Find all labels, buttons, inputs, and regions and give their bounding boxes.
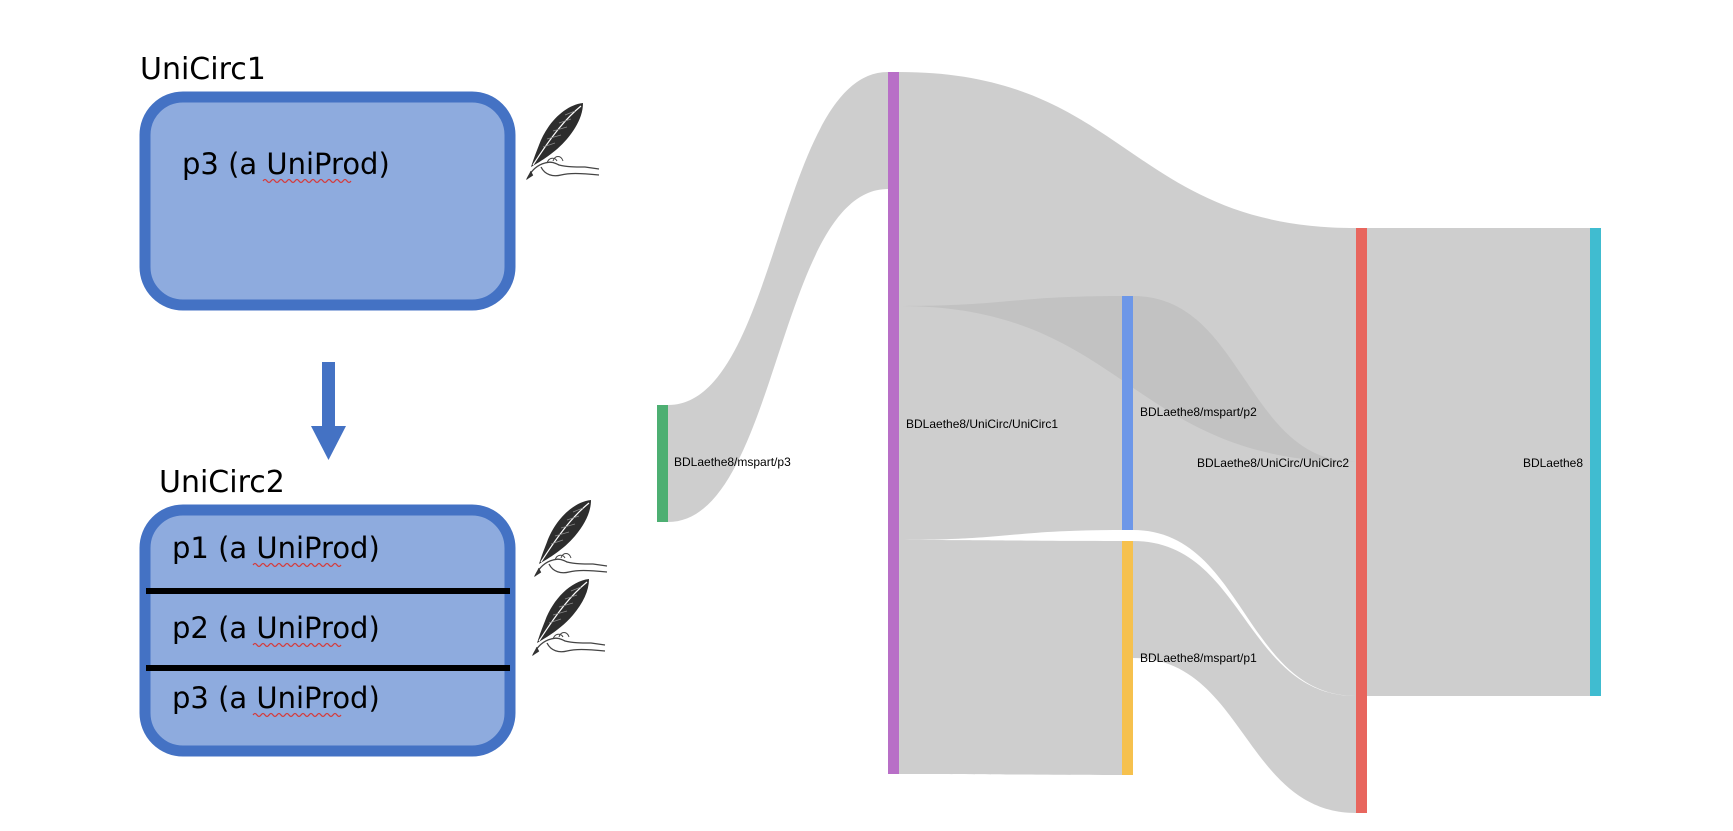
arrow-down-icon xyxy=(311,362,346,460)
unicirc2-title: UniCirc2 xyxy=(159,465,285,500)
unicirc2-row-p2: p2 (a UniProd) xyxy=(172,611,380,645)
sankey-link-p2-to-uc2 xyxy=(1133,296,1356,696)
unicirc1-row-p3: p3 (a UniProd) xyxy=(182,147,390,181)
unicirc1-box xyxy=(139,91,516,311)
spellcheck-underline xyxy=(262,178,352,184)
sankey-link-p3-to-uc1 xyxy=(668,72,888,522)
sankey-link-uc1-to-p1 xyxy=(899,540,1122,775)
sankey-node-p1[interactable] xyxy=(1122,541,1133,775)
sankey-link-uc2-to-root xyxy=(1367,228,1590,696)
sankey-node-label-root: BDLaethe8 xyxy=(1523,456,1583,470)
sankey-links xyxy=(668,72,1590,813)
sankey-node-root[interactable] xyxy=(1590,228,1601,696)
sankey-node-uc1[interactable] xyxy=(888,72,899,774)
sankey-node-p2[interactable] xyxy=(1122,296,1133,530)
unicirc2-row-p3: p3 (a UniProd) xyxy=(172,681,380,715)
quill-pen-in-hand-icon xyxy=(526,102,600,180)
sankey-diagram: BDLaethe8/mspart/p3 BDLaethe8/UniCirc/Uni… xyxy=(657,72,1601,813)
sankey-node-label-p2: BDLaethe8/mspart/p2 xyxy=(1140,405,1257,419)
spellcheck-underline xyxy=(252,712,342,718)
sankey-node-label-uc1: BDLaethe8/UniCirc/UniCirc1 xyxy=(906,417,1058,431)
quill-pen-in-hand-icon xyxy=(532,578,606,656)
sankey-labels: BDLaethe8/mspart/p3 BDLaethe8/UniCirc/Uni… xyxy=(674,405,1583,665)
sankey-nodes xyxy=(657,72,1601,813)
unicirc2-row-p1: p1 (a UniProd) xyxy=(172,531,380,565)
sankey-node-label-p1: BDLaethe8/mspart/p1 xyxy=(1140,651,1257,665)
spellcheck-underline xyxy=(252,562,342,568)
sankey-link-uc1-to-uc2 xyxy=(899,72,1356,462)
sankey-node-label-uc2: BDLaethe8/UniCirc/UniCirc2 xyxy=(1197,456,1349,470)
sankey-node-label-p3: BDLaethe8/mspart/p3 xyxy=(674,455,791,469)
sankey-link-uc1-to-p2 xyxy=(899,296,1122,540)
sankey-node-p3[interactable] xyxy=(657,405,668,522)
unicirc1-title: UniCirc1 xyxy=(140,52,266,87)
sankey-node-uc2[interactable] xyxy=(1356,228,1367,813)
quill-pen-in-hand-icon xyxy=(534,499,608,577)
sankey-link-p1-to-uc2 xyxy=(1133,541,1356,813)
spellcheck-underline xyxy=(252,642,342,648)
unicirc2-box xyxy=(139,504,516,757)
